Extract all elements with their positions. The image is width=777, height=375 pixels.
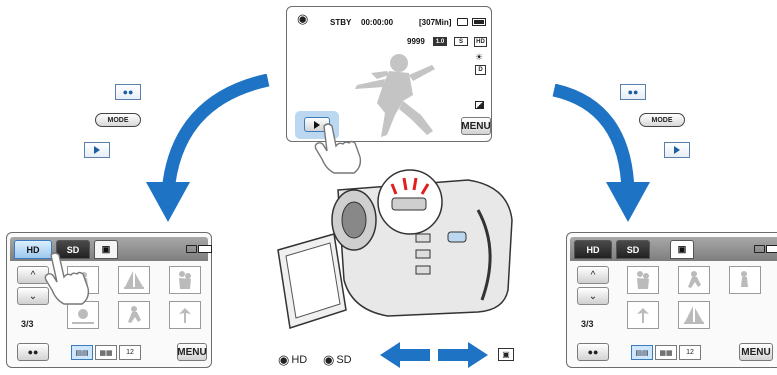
- scroll-down-button[interactable]: ⌄: [577, 287, 609, 305]
- mode-button-left[interactable]: MODE: [95, 113, 141, 127]
- camera-icon: ●●: [28, 347, 39, 357]
- play-icon: [94, 146, 100, 154]
- curved-arrow-left: [140, 74, 280, 224]
- hd-quality-icon: HD: [474, 37, 487, 47]
- standby-status: STBY: [330, 18, 351, 27]
- arrow-left-blue: [378, 340, 432, 370]
- thumbnail[interactable]: [729, 266, 761, 294]
- view-20-button[interactable]: ▦▦: [95, 345, 117, 360]
- sd-label-bottom: ◉ SD: [323, 352, 352, 368]
- tab-photo[interactable]: ▣: [670, 240, 694, 259]
- photo-play-icon: ▣: [498, 348, 514, 361]
- view-12-button[interactable]: 12: [679, 345, 701, 360]
- anti-shake-icon: ☀: [475, 52, 483, 63]
- curved-arrow-right: [548, 84, 658, 224]
- memory-card-icon: [457, 18, 468, 26]
- play-mode-button-left[interactable]: [84, 142, 110, 158]
- photo-icon: ▣: [678, 244, 687, 255]
- play-mode-button-right[interactable]: [664, 142, 690, 158]
- view-12-button[interactable]: 12: [119, 345, 141, 360]
- thumbnail[interactable]: [678, 301, 710, 329]
- tab-hd[interactable]: HD: [574, 240, 612, 259]
- camera-icon: ●●: [588, 347, 599, 357]
- arrow-right-blue: [436, 340, 490, 370]
- camera-record-button[interactable]: ●●: [17, 343, 49, 361]
- thumbnail[interactable]: [169, 266, 201, 294]
- remaining-time: [307Min]: [419, 18, 451, 27]
- menu-button[interactable]: MENU: [461, 117, 491, 135]
- scroll-up-button[interactable]: ^: [577, 266, 609, 284]
- thumbnail[interactable]: [118, 266, 150, 294]
- play-icon: [674, 146, 680, 154]
- view-mode-group: ▤▤ ▦▦ 12: [71, 345, 141, 360]
- view-mode-group: ▤▤ ▦▦ 12: [631, 345, 701, 360]
- battery-icon: [472, 18, 486, 26]
- view-6-button[interactable]: ▤▤: [631, 345, 653, 360]
- tab-bar: HD SD ▣: [10, 237, 208, 261]
- dis-icon: D: [475, 65, 486, 75]
- memory-card-icon: [754, 245, 765, 253]
- page-indicator: 3/3: [581, 319, 594, 329]
- menu-button[interactable]: MENU: [739, 343, 773, 361]
- thumbnail[interactable]: [169, 301, 201, 329]
- page-indicator: 3/3: [21, 319, 34, 329]
- hd-label-bottom: ◉ HD: [278, 352, 307, 368]
- camera-record-button[interactable]: ●●: [577, 343, 609, 361]
- view-6-button[interactable]: ▤▤: [71, 345, 93, 360]
- photo-icon: ▣: [102, 244, 111, 255]
- tab-bar: HD SD ▣: [570, 237, 777, 261]
- timecode: 00:00:00: [361, 18, 393, 27]
- quality-icon: S: [454, 37, 468, 46]
- battery-icon: [198, 245, 212, 253]
- left-thumbnail-screen: HD SD ▣ ^ ⌄ 3/3 ●● ▤▤ ▦▦ 12 MENU: [6, 232, 212, 368]
- camcorder-illustration: [268, 150, 520, 340]
- camera-icon: ●●: [123, 87, 134, 97]
- battery-icon: [766, 245, 777, 253]
- play-hd-icon: ◉: [278, 352, 289, 368]
- thumbnail[interactable]: [678, 266, 710, 294]
- menu-button[interactable]: MENU: [177, 343, 207, 361]
- memory-card-icon: [186, 245, 197, 253]
- thumbnail[interactable]: [627, 301, 659, 329]
- right-thumbnail-screen: HD SD ▣ ^ ⌄ 3/3 ●● ▤▤ ▦▦ 12 MENU: [566, 232, 777, 368]
- pointing-hand-icon: [41, 251, 101, 313]
- tab-sd[interactable]: SD: [616, 240, 650, 259]
- video-camera-mode-icon: ◉: [297, 11, 308, 27]
- play-sd-icon: ◉: [323, 352, 334, 368]
- view-20-button[interactable]: ▦▦: [655, 345, 677, 360]
- thumbnail[interactable]: [118, 301, 150, 329]
- brightness-icon: [475, 101, 484, 109]
- thumbnail[interactable]: [627, 266, 659, 294]
- camera-mode-button-left[interactable]: ●●: [115, 84, 141, 100]
